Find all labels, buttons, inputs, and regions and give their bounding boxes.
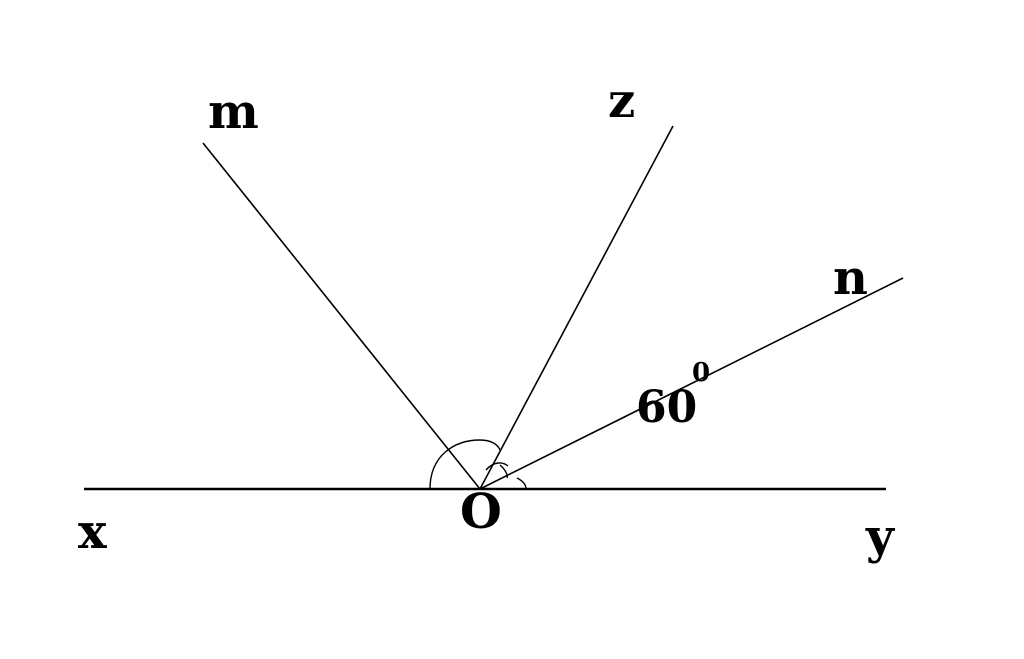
angle-arc-zon (499, 464, 508, 479)
label-o: O (460, 484, 502, 540)
angle-arc-mon (485, 462, 509, 471)
label-z: z (608, 73, 635, 129)
ray-on (479, 277, 904, 490)
label-x: x (78, 504, 107, 560)
angle-label-degree: 0 (692, 358, 710, 388)
label-m: m (208, 84, 259, 140)
angle-arc-xom (429, 439, 501, 490)
angle-label-value: 60 (636, 382, 697, 433)
ray-oz (479, 125, 674, 490)
ray-om (202, 142, 481, 490)
angle-arc-ny (516, 477, 527, 490)
label-y: y (865, 509, 896, 565)
label-n: n (833, 250, 868, 306)
